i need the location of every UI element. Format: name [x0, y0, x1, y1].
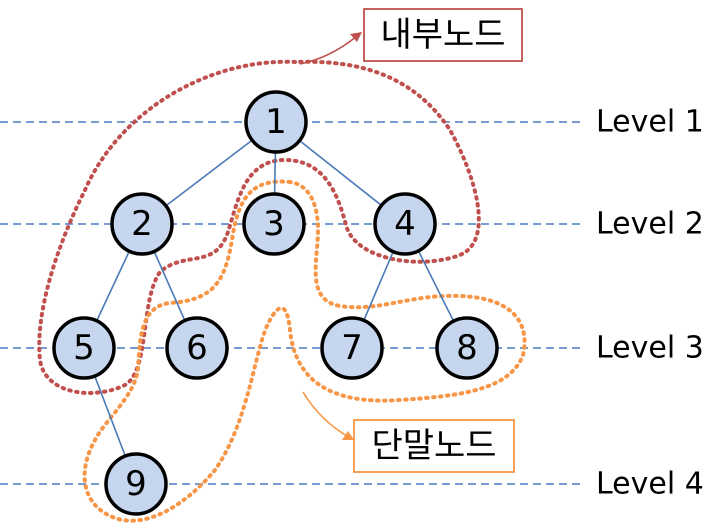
- tree-node: 2: [110, 192, 174, 256]
- tree-node: 8: [435, 316, 499, 380]
- level-label-3: Level 3: [596, 331, 704, 366]
- node-label: 5: [73, 328, 95, 368]
- leaf-callout-arrow: [302, 391, 348, 437]
- internal-callout-box: [363, 8, 523, 62]
- internal-node-region: [37, 59, 481, 395]
- level-label-2: Level 2: [596, 207, 704, 242]
- leaf-node-region: [82, 179, 527, 523]
- internal-callout-arrow: [299, 35, 358, 65]
- leaf-callout-label: 단말노드: [371, 426, 496, 466]
- level-label-1: Level 1: [596, 105, 704, 140]
- node-label: 4: [394, 204, 416, 244]
- node-label: 1: [265, 102, 287, 142]
- node-label: 8: [456, 328, 478, 368]
- tree-node: 4: [373, 192, 437, 256]
- tree-node: 5: [52, 316, 116, 380]
- tree-node: 9: [104, 452, 168, 516]
- tree-node: 3: [242, 192, 306, 256]
- tree-node: 6: [165, 316, 229, 380]
- arrowhead-icon: [342, 431, 354, 440]
- tree-node: 7: [320, 316, 384, 380]
- node-label: 9: [125, 464, 147, 504]
- node-label: 6: [186, 328, 208, 368]
- node-label: 2: [131, 204, 153, 244]
- internal-callout-label: 내부노드: [380, 15, 505, 55]
- tree-node: 1: [244, 90, 308, 154]
- node-label: 7: [341, 328, 363, 368]
- leaf-callout-box: [353, 419, 515, 473]
- level-label-4: Level 4: [596, 467, 704, 502]
- arrowhead-icon: [350, 32, 362, 42]
- node-label: 3: [263, 204, 285, 244]
